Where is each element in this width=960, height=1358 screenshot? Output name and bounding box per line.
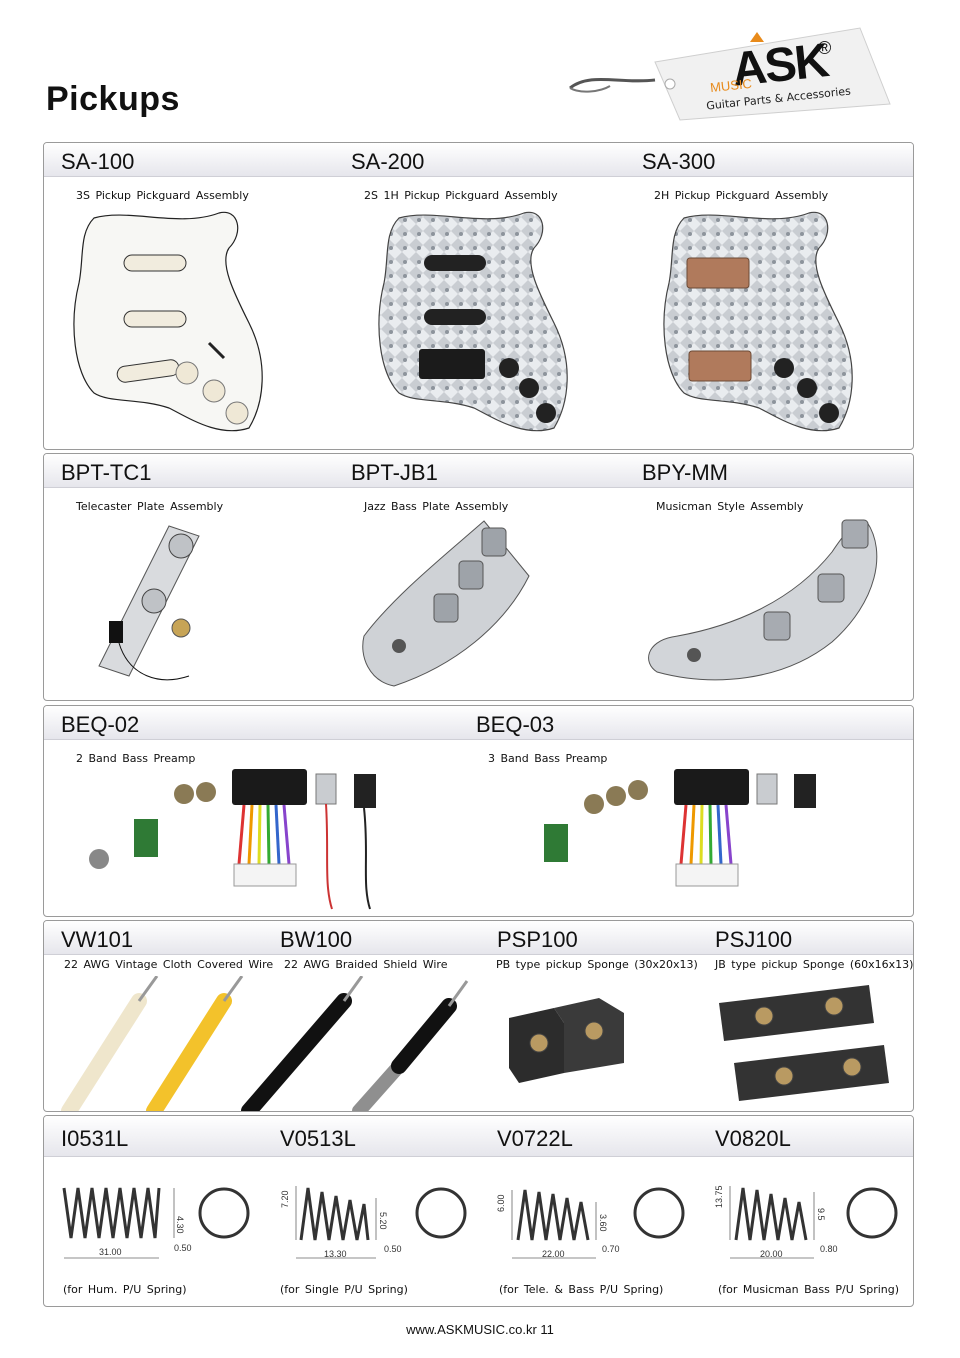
product-desc-sa-300: 2H Pickup Pickguard Assembly [654, 189, 829, 202]
section-header [44, 706, 913, 740]
section-plate-assemblies: BPT-TC1 BPT-JB1 BPY-MM Telecaster Plate … [43, 453, 914, 701]
v0820l-dim-length: 20.00 [760, 1249, 783, 1259]
brand-registered: ® [818, 38, 832, 58]
psp100-sponges [509, 998, 624, 1083]
product-desc-bw100: 22 AWG Braided Shield Wire [284, 958, 448, 971]
product-desc-vw101: 22 AWG Vintage Cloth Covered Wire [64, 958, 274, 971]
section-pickguard-assemblies: SA-100 SA-200 SA-300 3S Pickup Pickguard… [43, 142, 914, 450]
i0531l-dim-length: 31.00 [99, 1247, 122, 1257]
v0722l-dim-length: 22.00 [542, 1249, 565, 1259]
v0513l-dim-top: 5.20 [378, 1212, 388, 1230]
product-code-bw100: BW100 [280, 927, 353, 952]
product-code-bpt-jb1: BPT-JB1 [351, 460, 438, 485]
v0513l-spring-drawing: 7.20 5.20 0.50 13.30 [280, 1186, 467, 1259]
v0820l-dim-height: 13.75 [714, 1185, 724, 1208]
product-code-psj100: PSJ100 [715, 927, 793, 952]
product-desc-v0513l: (for Single P/U Spring) [280, 1283, 408, 1296]
wire-samples-image [61, 976, 469, 1111]
page-title: Pickups [46, 80, 180, 118]
bpy-mm-plate-image [648, 519, 878, 681]
product-code-bpy-mm: BPY-MM [642, 460, 728, 485]
psj100-sponges [719, 985, 889, 1101]
page-footer: www.ASKMUSIC.co.kr 11 [406, 1322, 554, 1337]
product-desc-psp100: PB type pickup Sponge (30x20x13) [496, 958, 698, 971]
section-header [44, 454, 913, 488]
sponge-samples-image [509, 985, 889, 1101]
v0513l-dim-length: 13.30 [324, 1249, 347, 1259]
product-desc-bpt-jb1: Jazz Bass Plate Assembly [364, 500, 509, 513]
v0820l-dim-wire: 0.80 [820, 1244, 838, 1254]
product-code-beq-03: BEQ-03 [476, 712, 555, 737]
section-header [44, 143, 913, 177]
product-code-vw101: VW101 [61, 927, 134, 952]
i0531l-dim-height: 4.30 [175, 1216, 185, 1234]
v0722l-spring-drawing: 6.00 3.60 0.70 22.00 [496, 1187, 685, 1259]
sa-100-pickguard-image [73, 211, 263, 432]
product-code-i0531l: I0531L [61, 1126, 129, 1151]
section-pickup-springs: I0531L V0513L V0722L V0820L 4.30 0.50 31… [43, 1115, 914, 1307]
v0513l-dim-height: 7.20 [280, 1190, 290, 1208]
product-code-sa-100: SA-100 [61, 149, 135, 174]
bpt-jb1-plate-image [362, 520, 530, 687]
v0722l-dim-height: 6.00 [496, 1194, 506, 1212]
product-desc-bpt-tc1: Telecaster Plate Assembly [76, 500, 224, 513]
sa-300-pickguard-image [663, 211, 853, 432]
v0820l-dim-top: 9.5 [816, 1208, 826, 1221]
i0531l-spring-drawing: 4.30 0.50 31.00 [62, 1187, 250, 1259]
product-code-beq-02: BEQ-02 [61, 712, 140, 737]
sa-200-pickguard-image [378, 211, 568, 432]
bpt-tc1-plate-image [98, 525, 200, 681]
section-bass-preamps: BEQ-02 BEQ-03 2 Band Bass Preamp 3 Band … [43, 705, 914, 917]
product-desc-v0820l: (for Musicman Bass P/U Spring) [718, 1283, 900, 1296]
product-code-sa-300: SA-300 [642, 149, 716, 174]
brand-tag-graphic [569, 27, 891, 121]
product-desc-beq-03: 3 Band Bass Preamp [488, 752, 608, 765]
product-desc-sa-100: 3S Pickup Pickguard Assembly [76, 189, 249, 202]
section-header [44, 1116, 913, 1157]
product-desc-v0722l: (for Tele. & Bass P/U Spring) [499, 1283, 664, 1296]
product-code-v0513l: V0513L [280, 1126, 356, 1151]
section-wires-sponges: VW101 BW100 PSP100 PSJ100 22 AWG Vintage… [43, 920, 914, 1112]
product-desc-beq-02: 2 Band Bass Preamp [76, 752, 196, 765]
v0722l-dim-top: 3.60 [598, 1214, 608, 1232]
beq-02-preamp-image [89, 769, 376, 910]
product-code-v0820l: V0820L [715, 1126, 791, 1151]
section-header [44, 921, 913, 955]
product-code-v0722l: V0722L [497, 1126, 573, 1151]
product-code-sa-200: SA-200 [351, 149, 425, 174]
brand-tag: ASK ® MUSIC Guitar Parts & Accessories [560, 22, 900, 142]
beq-03-preamp-image [544, 769, 816, 887]
v0820l-spring-drawing: 13.75 9.5 0.80 20.00 [714, 1185, 898, 1259]
i0531l-dim-wire: 0.50 [174, 1243, 192, 1253]
product-desc-i0531l: (for Hum. P/U Spring) [63, 1283, 187, 1296]
product-desc-bpy-mm: Musicman Style Assembly [656, 500, 804, 513]
product-code-psp100: PSP100 [497, 927, 578, 952]
v0722l-dim-wire: 0.70 [602, 1244, 620, 1254]
v0513l-dim-wire: 0.50 [384, 1244, 402, 1254]
product-code-bpt-tc1: BPT-TC1 [61, 460, 152, 485]
product-desc-sa-200: 2S 1H Pickup Pickguard Assembly [364, 189, 558, 202]
product-desc-psj100: JB type pickup Sponge (60x16x13) [715, 958, 914, 971]
